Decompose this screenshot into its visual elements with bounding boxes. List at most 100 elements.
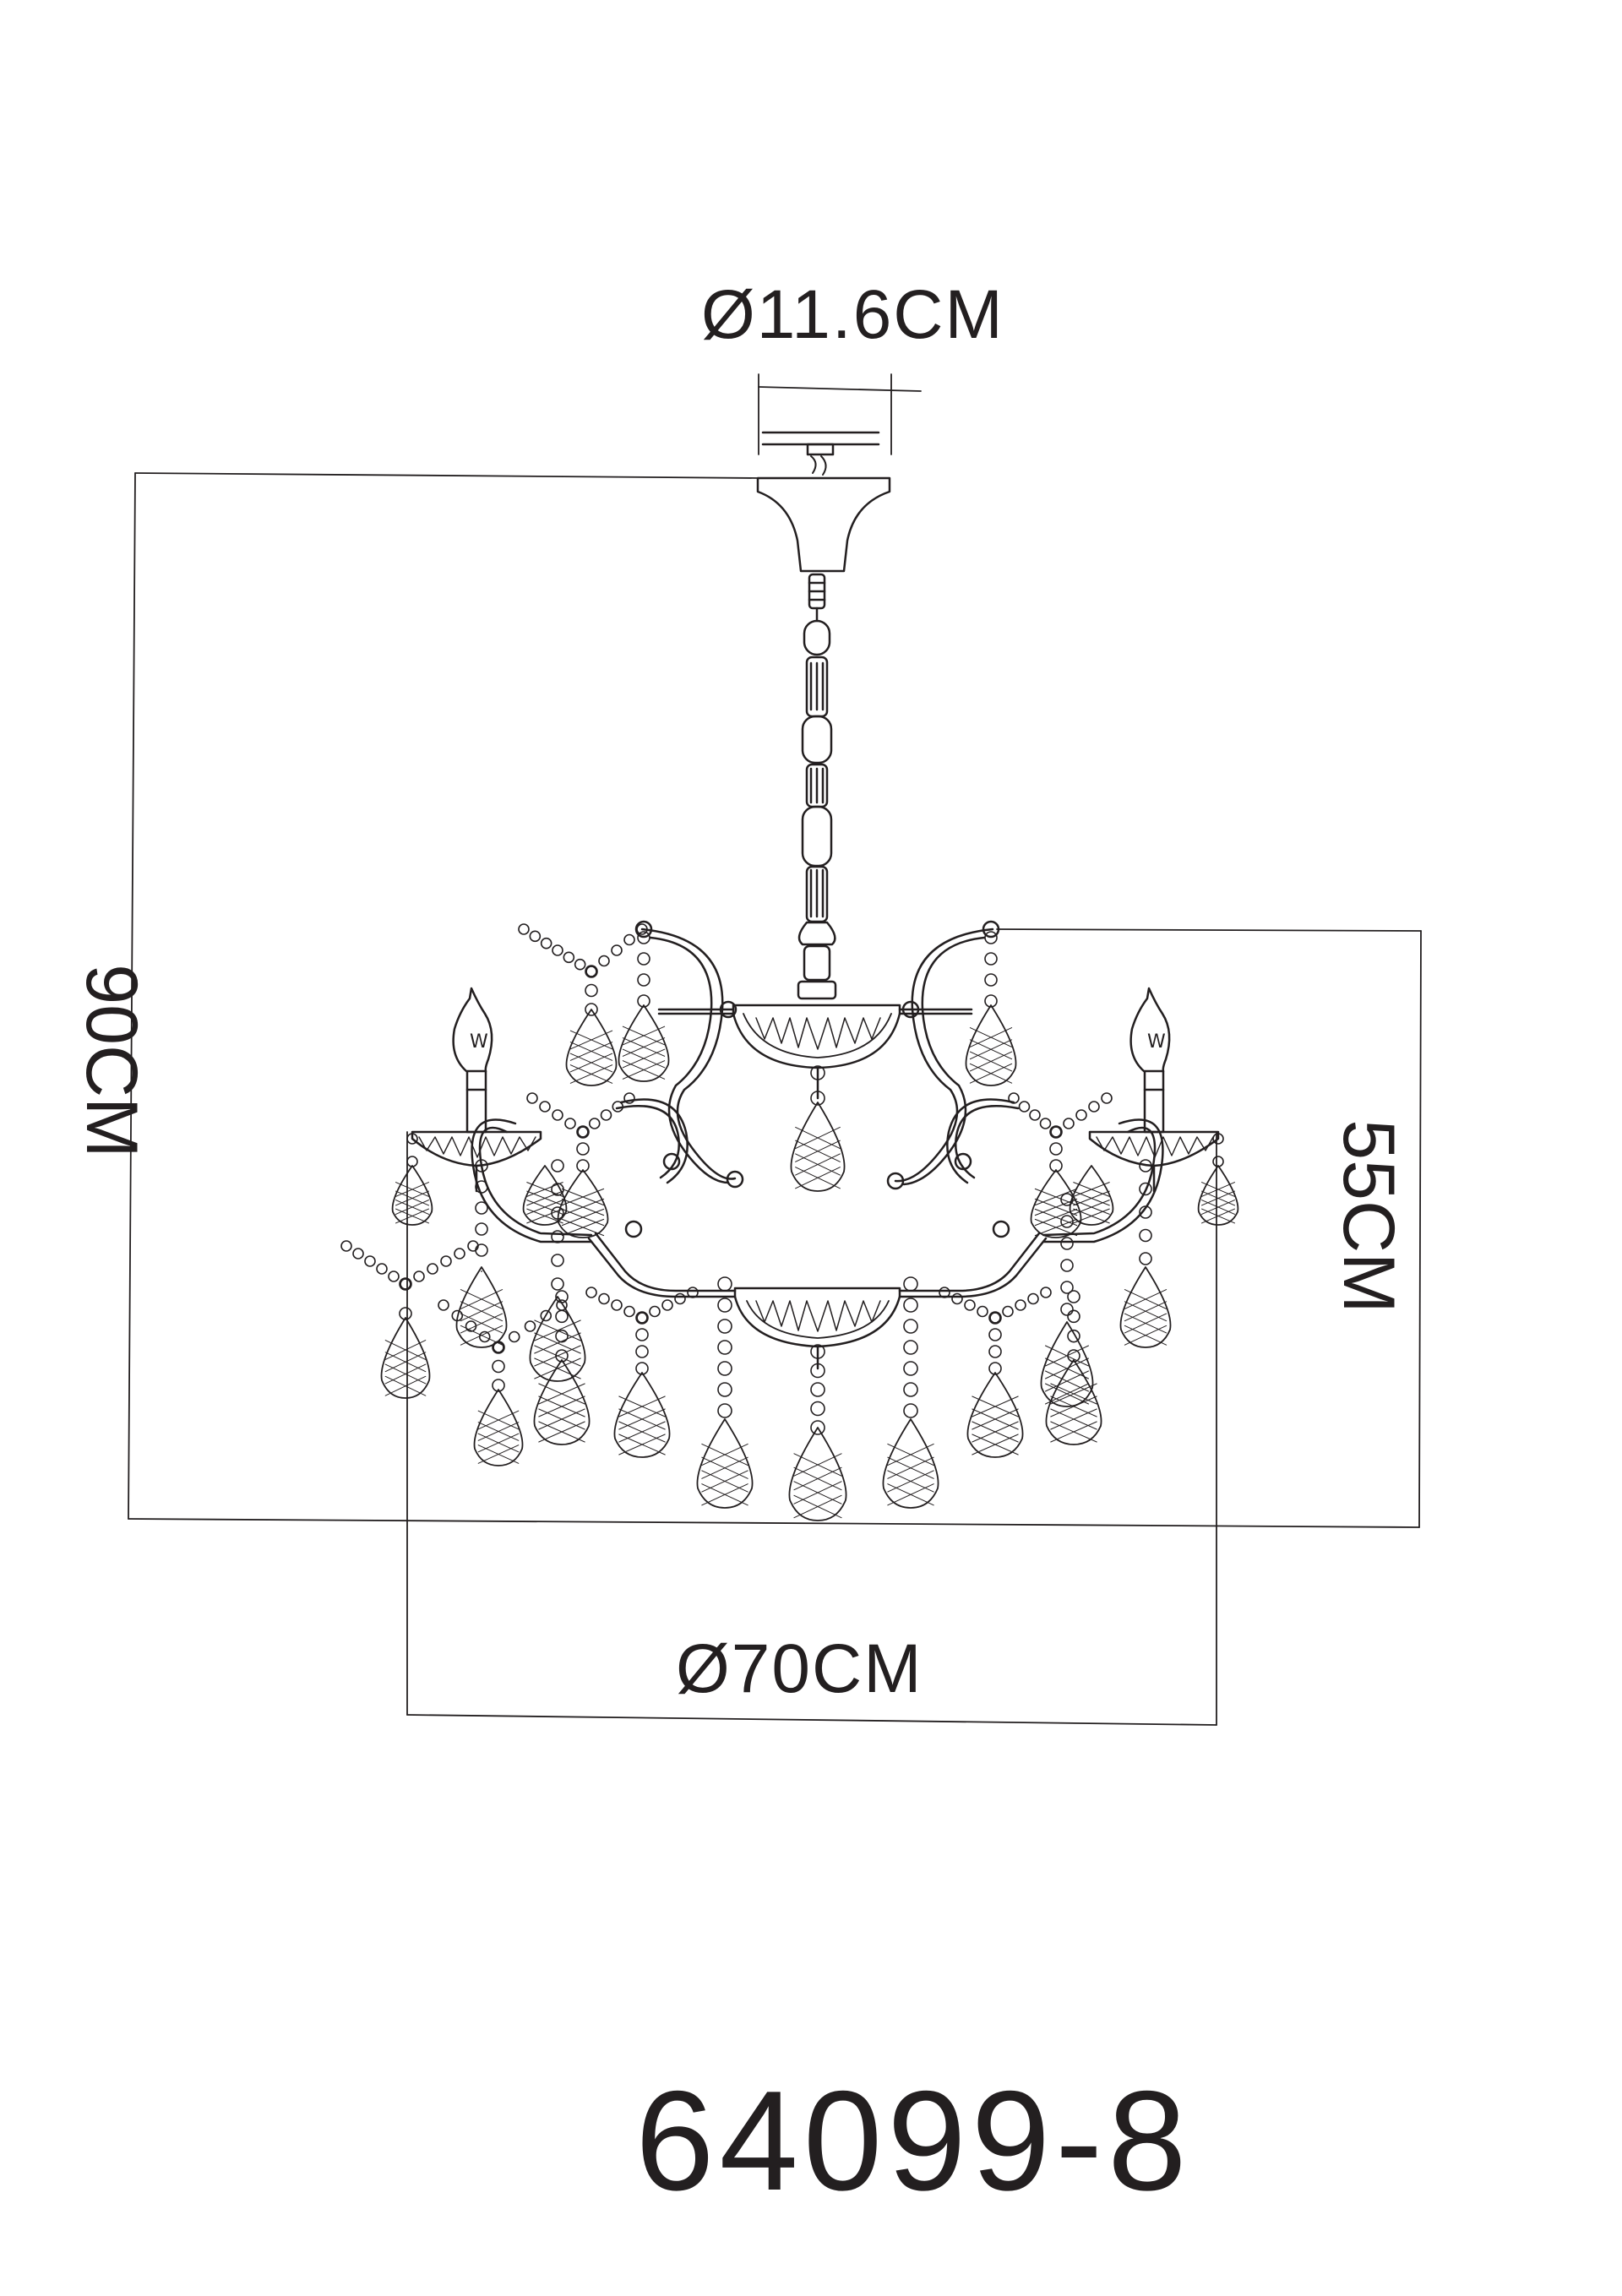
bead: [903, 1361, 918, 1376]
crystal-drop: [1045, 1359, 1102, 1445]
bead: [637, 973, 650, 987]
height-dim-vertical: [128, 472, 136, 1520]
crystal-drop: [380, 1317, 431, 1399]
bead: [555, 1290, 569, 1303]
bead: [588, 1118, 601, 1129]
bead-strands: [340, 923, 1224, 1435]
bead: [1139, 1159, 1152, 1172]
bead: [1008, 1092, 1020, 1104]
bead: [551, 1277, 564, 1291]
bead: [1139, 1182, 1152, 1196]
bead: [1018, 1101, 1031, 1113]
bead: [552, 944, 563, 956]
bead: [576, 1159, 590, 1172]
bead: [475, 1159, 488, 1172]
bead: [903, 1340, 918, 1355]
bead: [492, 1379, 505, 1392]
bead: [1050, 1126, 1062, 1138]
bead: [687, 1287, 699, 1298]
crystal-drop: [1119, 1266, 1172, 1348]
bead: [988, 1362, 1002, 1375]
bead: [555, 1329, 569, 1343]
bead: [475, 1180, 488, 1194]
bead: [717, 1276, 732, 1292]
bead: [637, 952, 650, 966]
bead: [636, 1312, 648, 1324]
upper-arms: [634, 920, 1000, 1190]
bead: [600, 1109, 612, 1121]
crystal-drop: [473, 1389, 524, 1466]
crystal-drops: [380, 1004, 1239, 1521]
bead: [563, 951, 575, 964]
candle-right: W: [1088, 987, 1220, 1193]
bead: [611, 1299, 623, 1311]
crystal-drop: [613, 1372, 671, 1458]
dimension-lines: [128, 373, 1422, 1726]
bead: [454, 1248, 465, 1260]
bead: [552, 1109, 563, 1121]
bead: [1039, 1118, 1052, 1129]
upper-bowl: [732, 1004, 901, 1100]
crystal-drop: [966, 1372, 1024, 1458]
bead: [551, 1230, 564, 1243]
bead: [1067, 1309, 1080, 1324]
bead: [518, 923, 530, 935]
svg-text:W: W: [1147, 1031, 1166, 1053]
bead: [440, 1255, 452, 1267]
crystal-drop: [533, 1359, 591, 1445]
bead: [1101, 1092, 1113, 1104]
bead: [988, 1311, 1002, 1325]
bead: [674, 1292, 686, 1305]
bead: [810, 1065, 825, 1080]
bead: [810, 1344, 825, 1359]
bead: [524, 1320, 536, 1332]
bead: [612, 1101, 624, 1113]
bead: [585, 1287, 597, 1298]
bead: [1139, 1205, 1152, 1219]
bead: [551, 1254, 564, 1267]
bead: [585, 1003, 598, 1016]
bead: [903, 1298, 918, 1313]
bead: [1060, 1259, 1074, 1272]
bead: [1060, 1215, 1074, 1228]
bead: [352, 1248, 364, 1260]
bead: [598, 1292, 610, 1305]
diam-dim-bottom: [406, 1714, 1217, 1726]
bead: [585, 965, 598, 978]
bead: [635, 1328, 649, 1341]
bead: [598, 955, 610, 967]
bead: [551, 1183, 564, 1196]
bead: [1075, 1109, 1087, 1121]
bead: [1139, 1252, 1152, 1265]
total-height-label: 90CM: [71, 964, 152, 1158]
crystal-drop: [882, 1418, 939, 1509]
body-height-label: 55CM: [1328, 1119, 1409, 1314]
crystal-drop: [529, 1296, 586, 1382]
height-dim-bottom: [128, 1518, 1420, 1528]
bead: [1067, 1329, 1080, 1343]
canopy-dim-line: [758, 386, 922, 392]
bead: [988, 1328, 1002, 1341]
crystal-drop: [1069, 1165, 1114, 1226]
bead: [438, 1299, 449, 1311]
crystal-drop: [1030, 1169, 1082, 1238]
crystal-drop: [790, 1102, 846, 1192]
bead: [989, 1312, 1001, 1324]
bead: [1049, 1142, 1063, 1156]
bead: [1040, 1287, 1052, 1298]
bead: [810, 1401, 825, 1417]
bead: [649, 1305, 661, 1318]
bead: [637, 994, 650, 1008]
bead: [717, 1403, 732, 1418]
crystal-drop: [696, 1418, 754, 1509]
bead: [810, 1091, 825, 1106]
bead: [576, 1142, 590, 1156]
bead: [635, 1362, 649, 1375]
bead: [810, 1363, 825, 1379]
bead: [577, 1126, 589, 1138]
bead: [623, 1092, 635, 1104]
bead: [427, 1263, 438, 1275]
bead: [1060, 1237, 1074, 1250]
bead: [576, 1125, 590, 1139]
